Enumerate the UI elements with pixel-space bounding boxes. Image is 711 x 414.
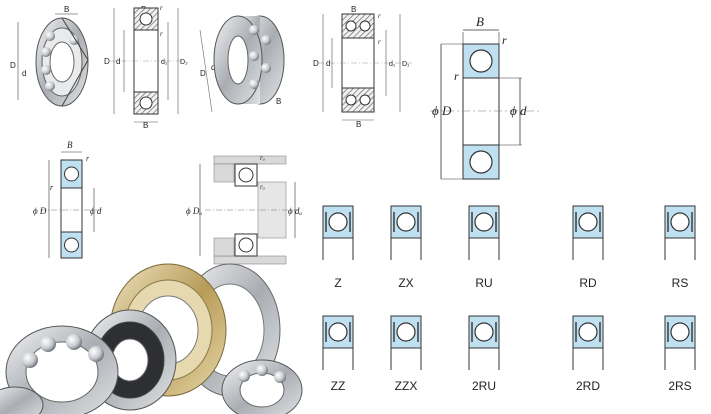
variant-label-rd: RD <box>579 276 597 290</box>
label-phiD-6: ϕ D <box>33 206 47 216</box>
variant-label-2ru: 2RU <box>472 379 496 393</box>
label-B-2b: B <box>143 121 148 130</box>
label-d1-4: d₁ <box>389 61 396 68</box>
variant-ru-icon <box>468 205 500 260</box>
label-r-2b: r <box>160 30 163 38</box>
label-D-3: D <box>200 69 206 78</box>
bearing-section-drawing-2: B D d d₁ D₁ r r B <box>313 5 412 129</box>
variant-label-ru: RU <box>475 276 492 290</box>
bearing-main-dimension-drawing: B r r ϕ D ϕ d <box>430 14 540 180</box>
label-phid-main: ϕ d <box>510 103 527 118</box>
label-r-main-b: r <box>454 69 459 83</box>
label-r-6a: r <box>86 154 90 163</box>
bearing-section-drawing-1: B D d d₁ D₂ r r B <box>104 4 188 130</box>
variant-2ru-icon <box>468 315 500 370</box>
variant-rs-icon <box>664 205 696 260</box>
label-D1-4: D₁ <box>402 61 410 68</box>
bearing-3d-double-row: D d B <box>199 15 285 113</box>
label-phiDa-7: ϕ Dₐ <box>186 206 202 216</box>
variant-label-zz: ZZ <box>331 379 346 393</box>
label-B-4: B <box>351 5 356 14</box>
label-d-2: d <box>116 57 120 66</box>
label-d-4: d <box>326 59 330 68</box>
variant-zz-icon <box>322 315 354 370</box>
variant-2rs-icon <box>664 315 696 370</box>
label-D-4: D <box>313 59 319 68</box>
label-phida-7: ϕ dₐ <box>288 206 302 216</box>
label-D2-2: D₂ <box>180 59 188 66</box>
label-B-1: B <box>64 5 69 14</box>
variant-rd-icon <box>572 205 604 260</box>
bearing-small-dimension-drawing: B r r ϕ D ϕ d <box>33 140 102 259</box>
label-B-3: B <box>276 97 281 106</box>
label-B-4b: B <box>356 120 361 129</box>
label-r-4b: r <box>378 38 381 46</box>
variant-label-2rs: 2RS <box>668 379 691 393</box>
label-d-1: d <box>22 69 26 78</box>
variant-2rd-icon <box>572 315 604 370</box>
variant-label-rs: RS <box>672 276 689 290</box>
bearing-3d-cutaway-1: B D d <box>10 5 89 107</box>
label-r-6b: r <box>50 183 54 192</box>
label-phiD-main: ϕ D <box>432 103 452 118</box>
label-phid-6: ϕ d <box>90 206 102 216</box>
variant-zx-icon <box>390 205 422 260</box>
variant-label-zzx: ZZX <box>395 379 418 393</box>
bearing-mounting-drawing: rₐ rₐ ϕ Dₐ ϕ dₐ <box>186 154 302 265</box>
variant-zzx-icon <box>390 315 422 370</box>
label-d-3: d <box>211 63 215 72</box>
label-r-4a: r <box>378 12 381 20</box>
variant-label-2rd: 2RD <box>576 379 600 393</box>
variant-z-icon <box>322 205 354 260</box>
label-r-main-a: r <box>502 33 507 47</box>
bearings-photo <box>0 263 303 414</box>
label-d1-2: d₁ <box>161 59 168 66</box>
label-r-2a: r <box>160 4 163 12</box>
label-D-2: D <box>104 57 110 66</box>
label-ra-7b: rₐ <box>260 183 265 191</box>
label-B-6: B <box>67 140 73 150</box>
label-ra-7a: rₐ <box>260 154 265 162</box>
label-B-main: B <box>476 14 484 29</box>
label-D-1: D <box>10 61 16 70</box>
variant-label-z: Z <box>334 276 341 290</box>
variant-label-zx: ZX <box>398 276 413 290</box>
